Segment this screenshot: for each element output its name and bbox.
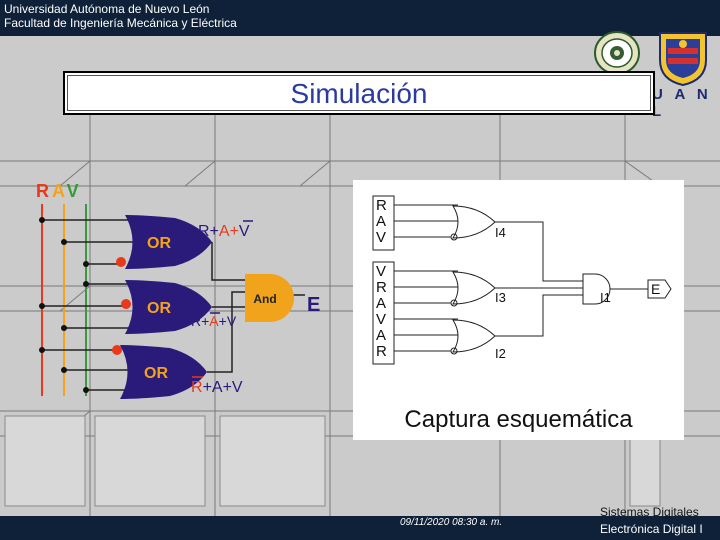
schem-g1-r: R	[376, 197, 387, 214]
or-gate-1-label: OR	[147, 235, 171, 252]
schem-g1-a: A	[376, 213, 386, 230]
schematic-capture: R A V V R A V A R	[372, 195, 672, 365]
schem-i4-label: I4	[495, 225, 506, 240]
schem-i1-label: I1	[600, 290, 611, 305]
footer-bar	[0, 516, 720, 540]
or-gate-1	[125, 215, 212, 269]
course-subtitle: Electrónica Digital I	[600, 522, 703, 536]
slide-datetime: 09/11/2020 08:30 a. m.	[400, 517, 503, 528]
input-r-label: R	[36, 181, 52, 201]
output-e-label: E	[307, 294, 320, 316]
uanl-shield-logo	[659, 32, 707, 86]
and-gate	[245, 274, 294, 322]
and-gate-label: And	[253, 292, 276, 306]
input-a-label: A	[52, 181, 67, 201]
title-frame	[63, 71, 655, 115]
schematic-panel	[353, 180, 684, 440]
expression-3: R+A+V	[191, 379, 243, 396]
or-gate-3-label: OR	[144, 365, 168, 382]
or-gate-2	[125, 280, 212, 334]
schem-output-e: E	[651, 281, 660, 297]
inverter-bubble-3	[112, 345, 122, 355]
schematic-caption: Captura esquemática	[404, 406, 633, 433]
schem-g2-a: A	[376, 295, 386, 312]
title-inner-frame	[67, 75, 651, 111]
schem-g2-v: V	[376, 263, 386, 280]
schem-i3-label: I3	[495, 290, 506, 305]
course-title: Sistemas Digitales	[600, 505, 699, 519]
or-gate-3	[120, 345, 207, 399]
schem-g3-a: A	[376, 327, 386, 344]
expression-1: R+A+V	[198, 223, 250, 240]
university-name: Universidad Autónoma de Nuevo León	[4, 2, 210, 16]
or-gate-2-label: OR	[147, 300, 171, 317]
schem-i2-label: I2	[495, 346, 506, 361]
slide-title: Simulación	[290, 78, 428, 109]
schem-g3-r: R	[376, 343, 387, 360]
inverter-bubble-2	[121, 299, 131, 309]
faculty-name: Facultad de Ingeniería Mecánica y Eléctr…	[4, 16, 237, 30]
inverter-bubble-1	[116, 257, 126, 267]
logic-gate-diagram: OR OR OR And R+A+V R+A+V R+A+V E	[39, 204, 320, 399]
input-v-label: V	[66, 181, 82, 201]
expression-2: R+A+V	[191, 313, 237, 329]
header-bar	[0, 0, 720, 36]
schem-g2-r: R	[376, 279, 387, 296]
schem-g1-v: V	[376, 229, 386, 246]
schem-g3-v: V	[376, 311, 386, 328]
fime-logo	[594, 31, 640, 75]
input-labels: RAV	[36, 181, 82, 202]
uanl-logo-text: U A N L	[652, 86, 712, 120]
